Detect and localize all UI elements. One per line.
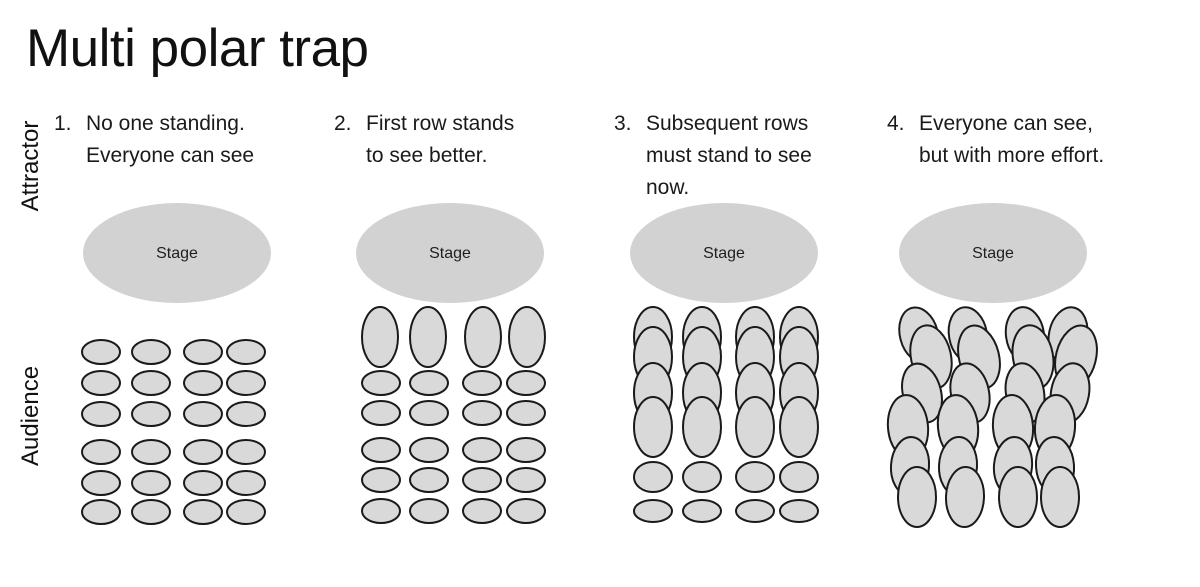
person-ellipse (81, 470, 121, 496)
person-ellipse (183, 499, 223, 525)
person-ellipse (183, 370, 223, 396)
person-ellipse (409, 306, 447, 368)
person-ellipse (633, 499, 673, 523)
person-ellipse (462, 370, 502, 396)
person-ellipse (81, 499, 121, 525)
person-ellipse (508, 306, 546, 368)
caption-text-1: No one standing. Everyone can see (86, 112, 255, 167)
person-ellipse (506, 370, 546, 396)
person-ellipse (682, 396, 722, 458)
person-ellipse (183, 401, 223, 427)
person-ellipse (131, 339, 171, 365)
person-ellipse (779, 461, 819, 493)
person-ellipse (735, 499, 775, 523)
person-ellipse (226, 499, 266, 525)
person-ellipse (361, 498, 401, 524)
person-ellipse (361, 400, 401, 426)
person-ellipse (361, 437, 401, 463)
panel-figure-2: Stage (356, 203, 546, 524)
person-ellipse (131, 439, 171, 465)
person-ellipse (409, 370, 449, 396)
caption-number-2: 2. (334, 112, 352, 135)
person-ellipse (226, 439, 266, 465)
person-ellipse (409, 437, 449, 463)
page-title: Multi polar trap (26, 19, 369, 78)
person-ellipse (462, 400, 502, 426)
caption-text-2: First row stands to see better. (366, 112, 515, 167)
person-ellipse (361, 306, 399, 368)
person-ellipse (633, 461, 673, 493)
person-ellipse (779, 499, 819, 523)
person-ellipse (183, 439, 223, 465)
person-ellipse (81, 439, 121, 465)
person-ellipse (226, 470, 266, 496)
person-ellipse (81, 339, 121, 365)
caption-number-4: 4. (887, 112, 905, 135)
person-ellipse (897, 466, 937, 528)
stage-label: Stage (156, 245, 198, 262)
person-ellipse (633, 396, 673, 458)
panel-figure-3: Stage (630, 203, 819, 523)
person-ellipse (462, 498, 502, 524)
person-ellipse (226, 401, 266, 427)
person-ellipse (462, 437, 502, 463)
person-ellipse (506, 498, 546, 524)
person-ellipse (682, 461, 722, 493)
person-ellipse (183, 470, 223, 496)
panel-figure-4: Stage (886, 203, 1098, 528)
panel-caption-1: 1. No one standing. Everyone can see (54, 108, 322, 172)
panel-caption-4: 4. Everyone can see, but with more effor… (887, 108, 1155, 172)
caption-number-1: 1. (54, 112, 72, 135)
stage-ellipse (356, 203, 544, 303)
stage-ellipse (899, 203, 1087, 303)
person-ellipse (361, 467, 401, 493)
panel-caption-3: 3. Subsequent rows must stand to see now… (614, 108, 882, 204)
person-ellipse (735, 396, 775, 458)
person-ellipse (131, 499, 171, 525)
person-ellipse (131, 470, 171, 496)
person-ellipse (409, 467, 449, 493)
person-ellipse (226, 370, 266, 396)
person-ellipse (944, 466, 986, 528)
person-ellipse (131, 370, 171, 396)
person-ellipse (998, 466, 1038, 528)
person-ellipse (506, 437, 546, 463)
person-ellipse (464, 306, 502, 368)
stage-label: Stage (703, 245, 745, 262)
person-ellipse (682, 499, 722, 523)
panel-figure-1: Stage (81, 203, 271, 525)
person-ellipse (506, 400, 546, 426)
person-ellipse (409, 400, 449, 426)
person-ellipse (1040, 466, 1080, 528)
person-ellipse (506, 467, 546, 493)
person-ellipse (779, 396, 819, 458)
person-ellipse (183, 339, 223, 365)
stage-ellipse (630, 203, 818, 303)
stage-label: Stage (429, 245, 471, 262)
person-ellipse (462, 467, 502, 493)
person-ellipse (735, 461, 775, 493)
person-ellipse (81, 370, 121, 396)
person-ellipse (81, 401, 121, 427)
person-ellipse (361, 370, 401, 396)
caption-text-4: Everyone can see, but with more effort. (919, 112, 1105, 167)
panel-caption-2: 2. First row stands to see better. (334, 108, 602, 172)
caption-number-3: 3. (614, 112, 632, 135)
person-ellipse (226, 339, 266, 365)
caption-text-3: Subsequent rows must stand to see now. (646, 112, 812, 199)
person-ellipse (409, 498, 449, 524)
person-ellipse (131, 401, 171, 427)
stage-label: Stage (972, 245, 1014, 262)
stage-ellipse (83, 203, 271, 303)
